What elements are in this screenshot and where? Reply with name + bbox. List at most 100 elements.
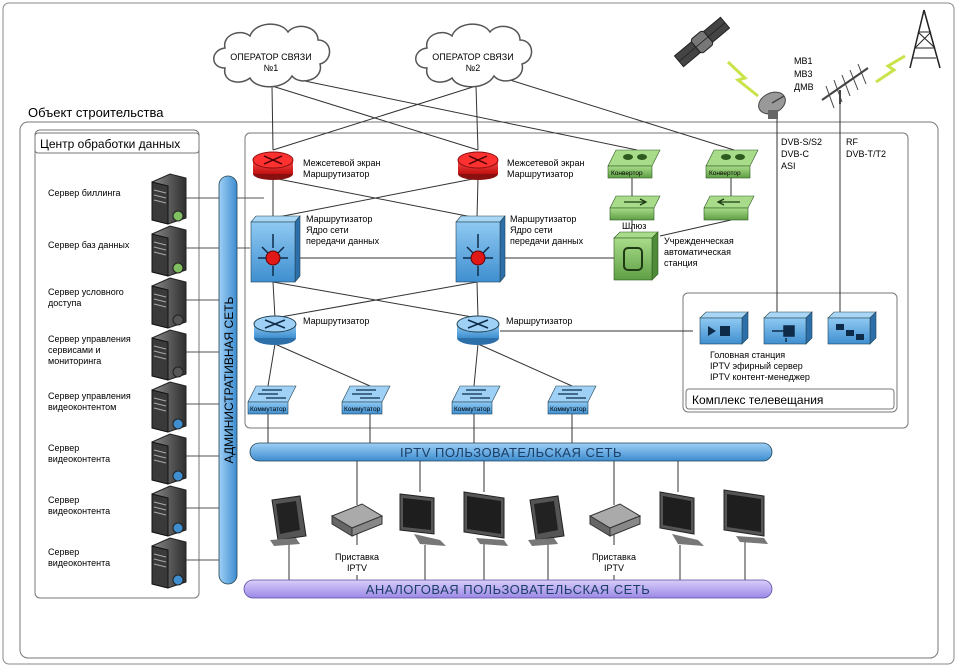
server-badge-icon xyxy=(172,314,184,326)
server-2: Сервер баз данных xyxy=(48,225,187,277)
drive-bay xyxy=(153,345,167,350)
switch-3-label: Коммутатор xyxy=(454,406,491,413)
drive-bay xyxy=(153,449,167,454)
switch-4: Коммутатор xyxy=(547,385,597,415)
lcd-monitor-2 xyxy=(463,491,508,546)
drive-bay xyxy=(153,303,167,308)
lcd-monitor-3 xyxy=(659,491,704,546)
broadcast-title-box xyxy=(685,388,895,410)
drive-bay xyxy=(153,293,167,298)
server-badge-icon xyxy=(172,522,184,534)
gateway-2 xyxy=(703,195,755,221)
server-badge-icon xyxy=(172,418,184,430)
drive-bay xyxy=(153,251,167,256)
tower-signal-icon xyxy=(875,54,906,84)
gateway-1-label: Шлюз xyxy=(622,221,646,231)
switch-1-label: Коммутатор xyxy=(250,406,287,413)
drive-bay xyxy=(153,350,167,355)
headend-station xyxy=(699,311,749,345)
radio-tower-icon xyxy=(909,9,941,69)
drive-bay xyxy=(153,511,167,516)
lcd-monitor-1 xyxy=(399,493,446,546)
converter-1: Конвертор xyxy=(607,149,661,179)
drive-bay xyxy=(153,563,167,568)
object-container xyxy=(19,121,939,659)
analog-user-network-bus: АНАЛОГОВАЯ ПОЛЬЗОВАТЕЛЬСКАЯ СЕТЬ xyxy=(243,579,773,599)
switch-2: Коммутатор xyxy=(341,385,391,415)
satellite-icon xyxy=(673,16,731,68)
server-1-label: Сервер биллинга xyxy=(48,188,120,198)
server-badge-icon xyxy=(172,210,184,222)
drive-bay xyxy=(153,246,167,251)
data-center-title: Центр обработки данных xyxy=(40,137,180,151)
server-2-label: Сервер баз данных xyxy=(48,240,130,250)
drive-bay xyxy=(153,454,167,459)
switch-1: Коммутатор xyxy=(247,385,297,415)
data-center-title-box xyxy=(34,132,200,154)
server-badge-icon xyxy=(172,262,184,274)
drive-bay xyxy=(153,199,167,204)
crt-tv-1 xyxy=(270,495,307,546)
iptv-bus-label: IPTV ПОЛЬЗОВАТЕЛЬСКАЯ СЕТЬ xyxy=(400,445,622,460)
server-badge-icon xyxy=(172,574,184,586)
tv-antenna-icon xyxy=(821,63,869,109)
router-2-label: Маршрутизатор xyxy=(506,316,572,326)
satellite-dish-icon xyxy=(758,91,786,119)
lcd-monitor-4 xyxy=(723,489,768,544)
converter-1-label: Конвертор xyxy=(611,170,643,177)
drive-bay xyxy=(153,298,167,303)
drive-bay xyxy=(153,402,167,407)
iptv-user-network-bus: IPTV ПОЛЬЗОВАТЕЛЬСКАЯ СЕТЬ xyxy=(249,442,773,462)
broadcast-title: Комплекс телевещания xyxy=(692,393,823,407)
server-badge-icon xyxy=(172,366,184,378)
drive-bay xyxy=(153,506,167,511)
router-2: Маршрутизатор xyxy=(456,315,572,345)
converter-2: Конвертор xyxy=(705,149,759,179)
server-badge-icon xyxy=(172,470,184,482)
data-center-container xyxy=(34,129,200,599)
drive-bay xyxy=(153,241,167,246)
broadcast-container xyxy=(682,292,898,413)
drive-bay xyxy=(153,501,167,506)
switch-3: Коммутатор xyxy=(451,385,501,415)
admin-bus-label: АДМИНИСТРАТИВНАЯ СЕТЬ xyxy=(222,296,236,463)
router-1: Маршрутизатор xyxy=(253,315,369,345)
drive-bay xyxy=(153,553,167,558)
iptv-broadcast-server xyxy=(763,311,813,345)
admin-network-bus: АДМИНИСТРАТИВНАЯ СЕТЬ xyxy=(218,175,238,585)
drive-bay xyxy=(153,558,167,563)
satellite-signal-icon xyxy=(726,60,759,98)
iptv-content-manager xyxy=(827,311,877,345)
